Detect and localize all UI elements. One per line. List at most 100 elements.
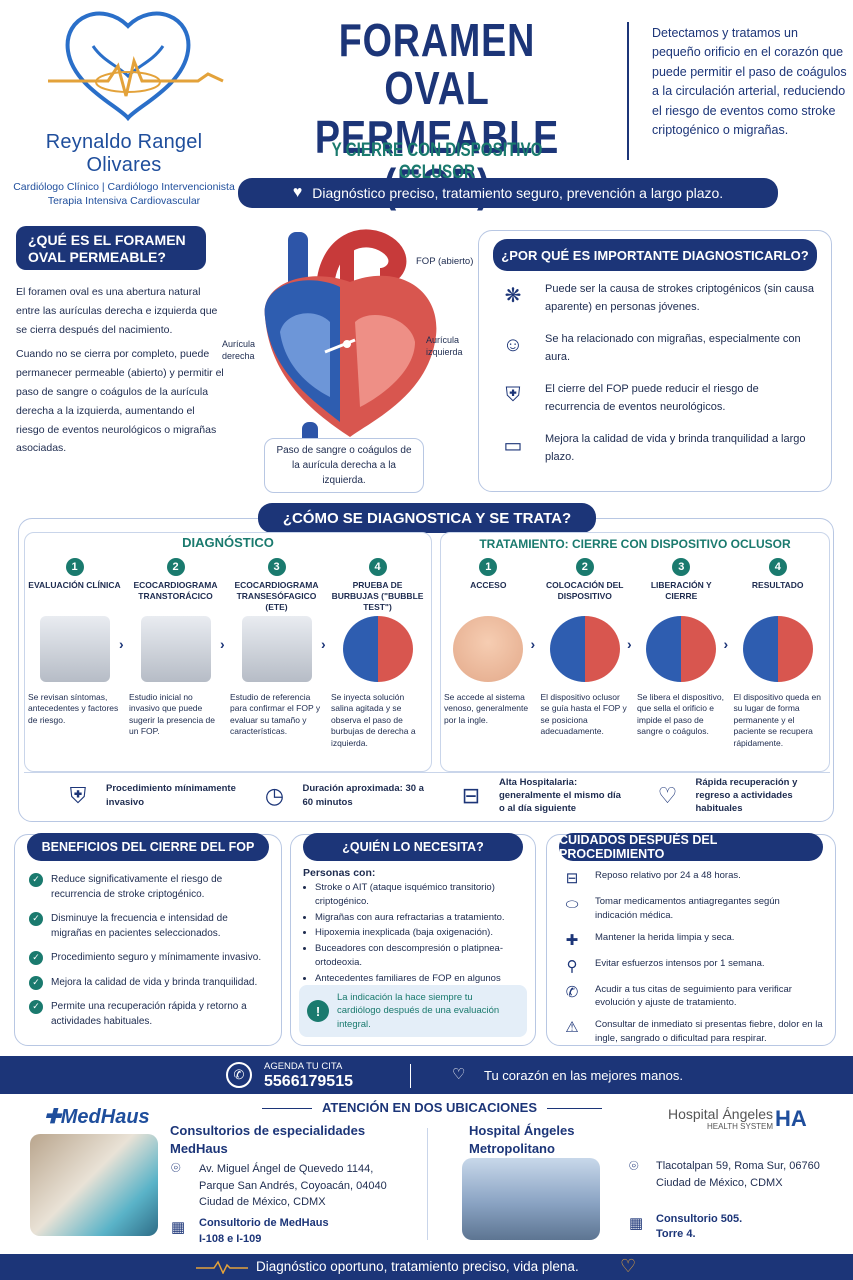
angeles-address: Tlacotalpan 59, Roma Sur, 06760 Ciudad d…	[656, 1160, 820, 1189]
procedure-fact: ⛨Procedimiento mínimamente invasivo	[24, 773, 241, 818]
who-card: ¿QUIÉN LO NECESITA? Personas con: Stroke…	[290, 833, 536, 1046]
chevron-right-icon: ›	[321, 636, 326, 652]
diagnosis-heading: DIAGNÓSTICO	[182, 535, 274, 550]
care-item: ✆Acudir a tus citas de seguimiento para …	[561, 983, 823, 1011]
why-item-text: Se ha relacionado con migrañas, especial…	[545, 333, 801, 363]
who-intro: Personas con:	[303, 867, 376, 879]
care-item-text: Reposo relativo por 24 a 48 horas.	[595, 870, 741, 881]
diagnosis-panel: DIAGNÓSTICO	[24, 532, 432, 772]
left-atrium-label: Aurícula izquierda	[426, 335, 463, 358]
phone-icon: ✆	[226, 1062, 252, 1088]
care-item: ⚲Evitar esfuerzos intensos por 1 semana.	[561, 957, 823, 975]
footer-bar: Diagnóstico oportuno, tratamiento precis…	[0, 1254, 853, 1280]
page-subtitle: Y CIERRE CON DISPOSITIVO OCLUSOR	[331, 140, 543, 183]
step-number: 3	[267, 558, 286, 576]
medhaus-address: Av. Miguel Ángel de Quevedo 1144, Parque…	[199, 1163, 387, 1208]
care-item-text: Mantener la herida limpia y seca.	[595, 931, 735, 943]
walking-icon: ⚲	[566, 957, 578, 975]
chevron-right-icon: ›	[627, 636, 632, 652]
heart-device-illustration-icon	[742, 616, 813, 682]
step-description: El dispositivo oclusor se guía hasta el …	[540, 692, 627, 737]
bed-icon: ⊟	[461, 782, 481, 808]
who-item: Buceadores con descompresión o platipnea…	[315, 942, 523, 970]
exam-illustration-icon	[39, 616, 110, 682]
step-description: El dispositivo queda en su lugar de form…	[733, 692, 821, 748]
step-number: 2	[166, 558, 185, 576]
exam-illustration-icon	[140, 616, 211, 682]
footer-text: Diagnóstico oportuno, tratamiento precis…	[256, 1259, 579, 1274]
benefit-item: ✓Disminuye la frecuencia e intensidad de…	[29, 912, 269, 941]
heart-caption: Paso de sangre o coágulos de la aurícula…	[264, 438, 424, 493]
shield-icon: ⛨	[505, 383, 521, 406]
angeles-office: Consultorio 505. Torre 4.	[656, 1213, 743, 1241]
doctor-specialties: Cardiólogo Clínico | Cardiólogo Interven…	[13, 181, 235, 193]
why-item-text: Mejora la calidad de vida y brinda tranq…	[545, 433, 806, 463]
check-icon: ✓	[29, 951, 43, 965]
right-atrium-label: Aurícula derecha	[222, 339, 256, 362]
pulse-line-icon	[196, 1260, 248, 1274]
medhaus-photo	[30, 1134, 158, 1236]
angeles-photo	[462, 1158, 600, 1240]
check-icon: ✓	[29, 873, 43, 887]
brain-icon: ❋	[504, 284, 522, 307]
heart-diagram: FOP (abierto) Aurícula derecha Aurícula …	[222, 222, 475, 493]
benefit-item: ✓Procedimiento seguro y mínimamente inva…	[29, 951, 269, 966]
who-heading: ¿QUIÉN LO NECESITA?	[303, 833, 523, 861]
agenda-label: AGENDA TU CITA	[264, 1061, 343, 1072]
heart-device-illustration-icon	[549, 616, 620, 682]
benefit-item: ✓Permite una recuperación rápida y retor…	[29, 1000, 269, 1029]
medhaus-title: Consultorios de especialidades MedHaus	[170, 1123, 366, 1156]
why-item: ⛨El cierre del FOP puede reducir el ries…	[499, 381, 815, 431]
step-number: 2	[575, 558, 594, 576]
bandage-icon: ✚	[565, 931, 579, 949]
benefit-text: Mejora la calidad de vida y brinda tranq…	[51, 976, 258, 988]
check-icon: ✓	[29, 912, 43, 926]
step-title: PRUEBA DE BURBUJAS ("BUBBLE TEST")	[331, 580, 424, 613]
why-item-text: Puede ser la causa de strokes criptogéni…	[545, 283, 815, 313]
location-pin-icon: ⌾	[171, 1160, 181, 1177]
phone-icon: ✆	[565, 983, 579, 1001]
care-item: ⚠Consultar de inmediato si presentas fie…	[561, 1018, 823, 1046]
procedure-fact: ◷Duración aproximada: 30 a 60 minutos	[241, 773, 438, 818]
benefits-list: ✓Reduce significativamente el riesgo de …	[15, 863, 281, 1029]
care-item: ⬭Tomar medicamentos antiagregantes según…	[561, 895, 823, 923]
who-note-box: ! La indicación la hace siempre tu cardi…	[299, 985, 527, 1037]
warning-icon: ⚠	[565, 1019, 579, 1037]
exam-illustration-icon	[241, 616, 312, 682]
chevron-right-icon: ›	[119, 636, 124, 652]
doctor-name: Reynaldo Rangel Olivares	[45, 131, 203, 176]
treatment-panel: TRATAMIENTO: CIERRE CON DISPOSITIVO OCLU…	[440, 532, 830, 772]
heart-device-illustration-icon	[646, 616, 717, 682]
care-list: ⊟ Reposo relativo por 24 a 48 horas. ⬭Toma…	[547, 863, 835, 1046]
contact-bar: ✆ AGENDA TU CITA 5566179515 ♡ Tu corazón…	[0, 1056, 853, 1094]
step-number: 1	[479, 558, 498, 576]
chevron-right-icon: ›	[530, 636, 536, 652]
chevron-right-icon: ›	[723, 636, 729, 652]
why-heading: ¿POR QUÉ ES IMPORTANTE DIAGNOSTICARLO?	[493, 239, 817, 271]
monitor-icon: ▭	[503, 434, 523, 457]
angeles-logo-mark: HA	[775, 1106, 807, 1131]
benefit-text: Permite una recuperación rápida y retorn…	[51, 1001, 247, 1027]
info-icon: !	[307, 1000, 329, 1023]
medhaus-office: Consultorio de MedHaus I-108 e I-109	[199, 1217, 329, 1245]
slogan: Tu corazón en las mejores manos.	[484, 1068, 683, 1083]
phone-number[interactable]: 5566179515	[264, 1073, 353, 1090]
bed-icon: ⊟	[565, 870, 579, 887]
exam-illustration-icon	[342, 616, 413, 682]
care-item: ⊟ Reposo relativo por 24 a 48 horas.	[561, 869, 823, 887]
what-is-p2: Cuando no se cierra por completo, puede …	[16, 348, 224, 455]
benefits-card: BENEFICIOS DEL CIERRE DEL FOP ✓Reduce si…	[14, 833, 282, 1046]
procedure-fact-text: Alta Hospitalaria: generalmente el mismo…	[499, 776, 621, 815]
heart-pulse-icon: ♡	[657, 782, 678, 808]
why-item: ▭ Mejora la calidad de vida y brinda tran…	[499, 431, 815, 481]
why-item: ❋ Puede ser la causa de strokes criptogén…	[499, 281, 815, 331]
step-description: Se inyecta solución salina agitada y se …	[331, 692, 416, 748]
why-item: ☺Se ha relacionado con migrañas, especia…	[499, 331, 815, 381]
step-title: LIBERACIÓN Y CIERRE	[650, 580, 712, 602]
